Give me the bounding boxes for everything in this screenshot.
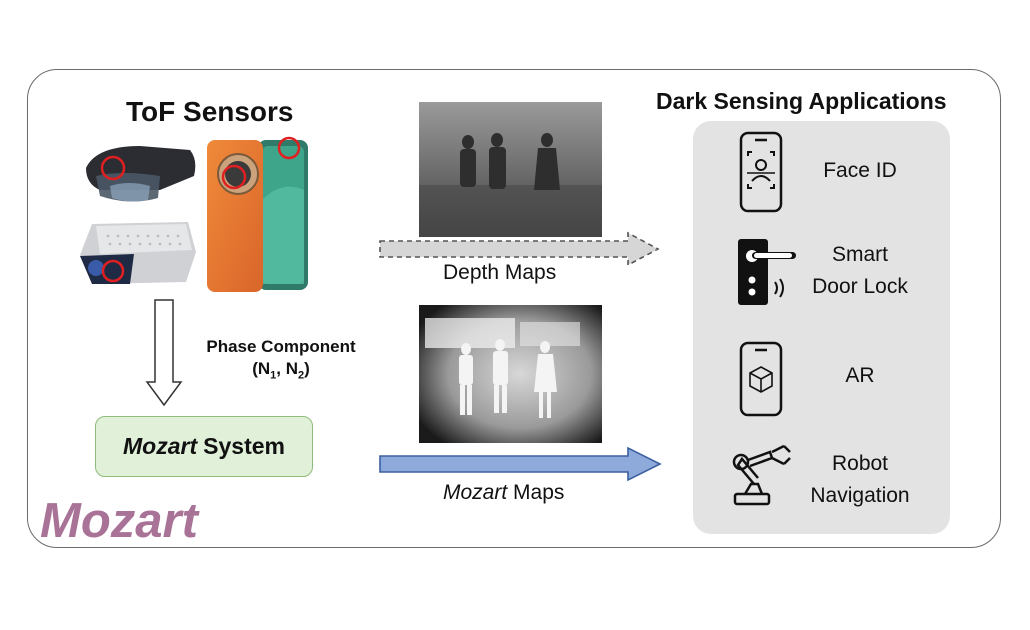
tof-sensors-title: ToF Sensors bbox=[126, 96, 294, 127]
n1-subscript: 1 bbox=[270, 369, 277, 382]
mozart-map-image bbox=[419, 305, 602, 443]
app-label-robot-navigation: Robot Navigation bbox=[810, 452, 910, 507]
dark-sensing-title: Dark Sensing Applications bbox=[656, 88, 947, 114]
depth-maps-arrow bbox=[379, 231, 660, 267]
n2-subscript: 2 bbox=[298, 369, 305, 382]
mozart-brand-logo: Mozart bbox=[40, 494, 198, 548]
sensor-marker-icon bbox=[101, 259, 125, 283]
phase-component-vars: (N1, N2) bbox=[252, 359, 310, 382]
app-label-ar: AR bbox=[845, 364, 875, 387]
smart-lock-icon bbox=[738, 239, 796, 305]
app-label-face-id: Face ID bbox=[823, 159, 897, 182]
depth-maps-label: Depth Maps bbox=[443, 261, 557, 284]
sensor-marker-icon bbox=[221, 164, 247, 190]
sensor-marker-icon bbox=[100, 155, 126, 181]
system-box-rest: System bbox=[203, 433, 285, 459]
depth-map-image bbox=[419, 102, 602, 237]
hololens-device bbox=[86, 146, 196, 202]
mozart-maps-label: Mozart Maps bbox=[443, 481, 564, 505]
system-box-italic: Mozart bbox=[123, 433, 198, 459]
phase-component-title: Phase Component bbox=[206, 337, 356, 356]
ar-phone-icon bbox=[739, 341, 783, 417]
robot-arm-icon bbox=[732, 444, 791, 506]
app-label-smart-door-lock: Smart Door Lock bbox=[812, 243, 908, 298]
smartphone-device bbox=[207, 136, 308, 292]
face-id-phone-icon bbox=[739, 131, 783, 213]
sensor-marker-icon bbox=[277, 136, 301, 160]
azure-kinect-device bbox=[80, 222, 196, 284]
mozart-maps-italic: Mozart bbox=[443, 481, 508, 504]
mozart-maps-arrow bbox=[379, 446, 662, 482]
phase-down-arrow bbox=[145, 299, 183, 407]
phase-component-label: Phase Component (N1, N2) bbox=[190, 336, 372, 386]
mozart-maps-rest: Maps bbox=[513, 481, 565, 504]
